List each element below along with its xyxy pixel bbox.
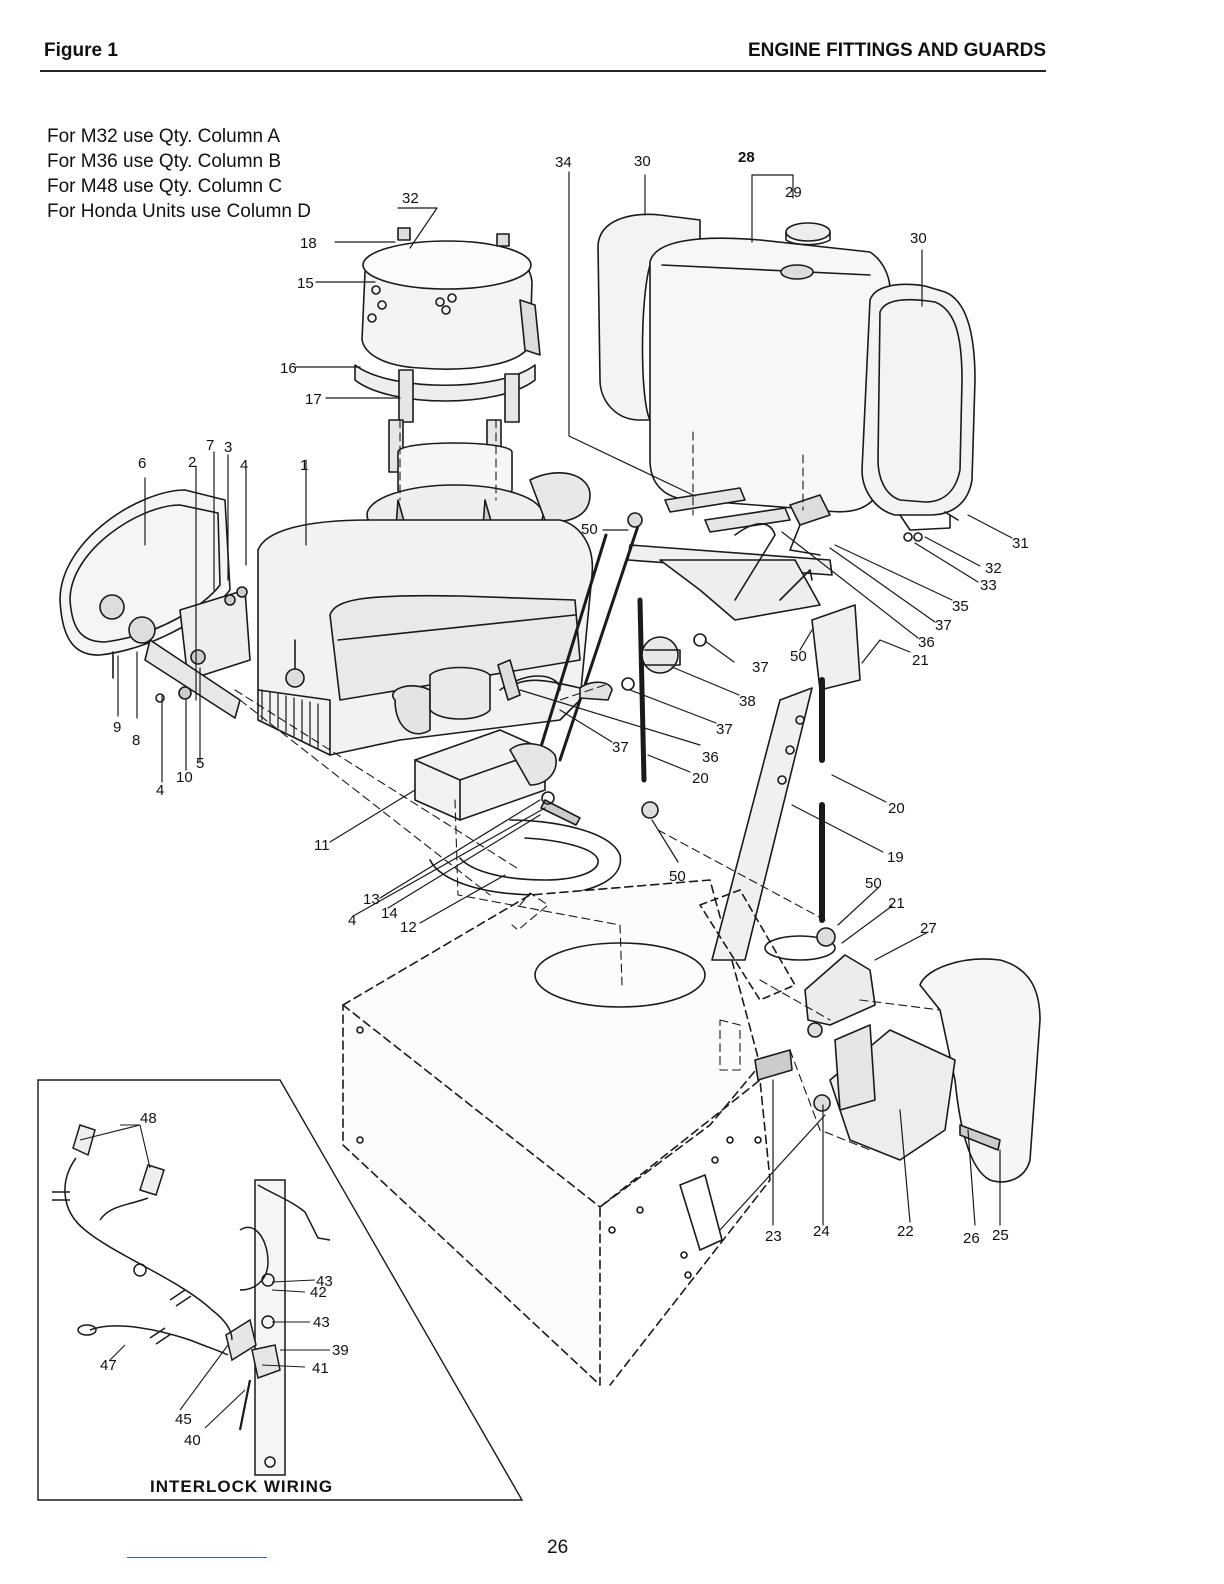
quantity-notes: For M32 use Qty. Column A For M36 use Qt… xyxy=(47,124,311,224)
callout-34: 34 xyxy=(555,154,572,171)
callout-17: 17 xyxy=(305,391,322,408)
callout-37: 37 xyxy=(935,617,952,634)
callout-26: 26 xyxy=(963,1230,980,1247)
callout-28: 28 xyxy=(738,149,755,166)
callout-4: 4 xyxy=(240,457,248,474)
support-bars xyxy=(711,569,861,961)
callout-36b: 36 xyxy=(702,749,719,766)
callout-31: 31 xyxy=(1012,535,1029,552)
callout-43b: 43 xyxy=(313,1314,330,1331)
fuel-tank-assembly xyxy=(597,213,976,556)
fuel-line-and-bracket xyxy=(497,487,833,819)
bottom-rule xyxy=(127,1557,267,1558)
callout-35: 35 xyxy=(952,598,969,615)
rear-guard xyxy=(699,889,1041,1183)
callout-37b: 37 xyxy=(752,659,769,676)
callout-43: 43 xyxy=(316,1273,333,1290)
page-number: 26 xyxy=(547,1537,569,1558)
callout-50c: 50 xyxy=(669,868,686,885)
callout-38: 38 xyxy=(739,693,756,710)
callout-30b: 30 xyxy=(910,230,927,247)
callout-40: 40 xyxy=(184,1432,201,1449)
callout-16: 16 xyxy=(280,360,297,377)
callout-37c: 37 xyxy=(716,721,733,738)
air-cleaner-assembly xyxy=(354,227,591,546)
callout-47: 47 xyxy=(100,1357,117,1374)
note-m36: For M36 use Qty. Column B xyxy=(47,151,282,172)
callout-20b: 20 xyxy=(888,800,905,817)
inset-caption: INTERLOCK WIRING xyxy=(150,1477,334,1496)
callout-30: 30 xyxy=(634,153,651,170)
callout-37d: 37 xyxy=(612,739,629,756)
callout-29: 29 xyxy=(785,184,802,201)
callout-labels: 1 2 3 4 4 4 5 6 7 8 9 10 11 12 13 14 15 … xyxy=(100,149,1029,1449)
callout-15: 15 xyxy=(297,275,314,292)
callout-22: 22 xyxy=(897,1223,914,1240)
callout-36: 36 xyxy=(918,634,935,651)
callout-20: 20 xyxy=(692,770,709,787)
section-title: ENGINE FITTINGS AND GUARDS xyxy=(747,40,1046,61)
callout-8: 8 xyxy=(132,732,140,749)
callout-18: 18 xyxy=(300,235,317,252)
callout-10: 10 xyxy=(176,769,193,786)
callout-25: 25 xyxy=(992,1227,1009,1244)
callout-32b: 32 xyxy=(985,560,1002,577)
header-rule xyxy=(40,70,1046,72)
figure-label: Figure 1 xyxy=(44,40,118,61)
engine-block xyxy=(257,519,594,756)
muffler-assembly xyxy=(414,729,622,896)
callout-5: 5 xyxy=(196,755,204,772)
callout-23: 23 xyxy=(765,1228,782,1245)
callout-9: 9 xyxy=(113,719,121,736)
callout-2: 2 xyxy=(188,454,196,471)
callout-13: 13 xyxy=(363,891,380,908)
control-panel xyxy=(59,489,251,719)
callout-39: 39 xyxy=(332,1342,349,1359)
callout-21: 21 xyxy=(912,652,929,669)
callout-50d: 50 xyxy=(865,875,882,892)
note-honda: For Honda Units use Column D xyxy=(47,201,311,222)
callout-4b: 4 xyxy=(156,782,164,799)
callout-42: 42 xyxy=(310,1284,327,1301)
note-m32: For M32 use Qty. Column A xyxy=(47,126,281,147)
callout-48: 48 xyxy=(140,1110,157,1127)
callout-1: 1 xyxy=(300,457,308,474)
frame-housing xyxy=(342,879,836,1386)
callout-32: 32 xyxy=(402,190,419,207)
callout-7: 7 xyxy=(206,437,214,454)
callout-33: 33 xyxy=(980,577,997,594)
callout-4c: 4 xyxy=(348,912,356,929)
callout-45: 45 xyxy=(175,1411,192,1428)
callout-14: 14 xyxy=(381,905,398,922)
callout-6: 6 xyxy=(138,455,146,472)
callout-27: 27 xyxy=(920,920,937,937)
callout-50: 50 xyxy=(581,521,598,538)
callout-21b: 21 xyxy=(888,895,905,912)
callout-24: 24 xyxy=(813,1223,830,1240)
callout-11: 11 xyxy=(314,837,330,854)
callout-3: 3 xyxy=(224,439,232,456)
callout-41: 41 xyxy=(312,1360,329,1377)
leader-lines xyxy=(117,171,1013,1231)
callout-12: 12 xyxy=(400,919,417,936)
callout-19: 19 xyxy=(887,849,904,866)
interlock-wiring-inset xyxy=(37,1079,524,1501)
callout-50b: 50 xyxy=(790,648,807,665)
note-m48: For M48 use Qty. Column C xyxy=(47,176,283,197)
